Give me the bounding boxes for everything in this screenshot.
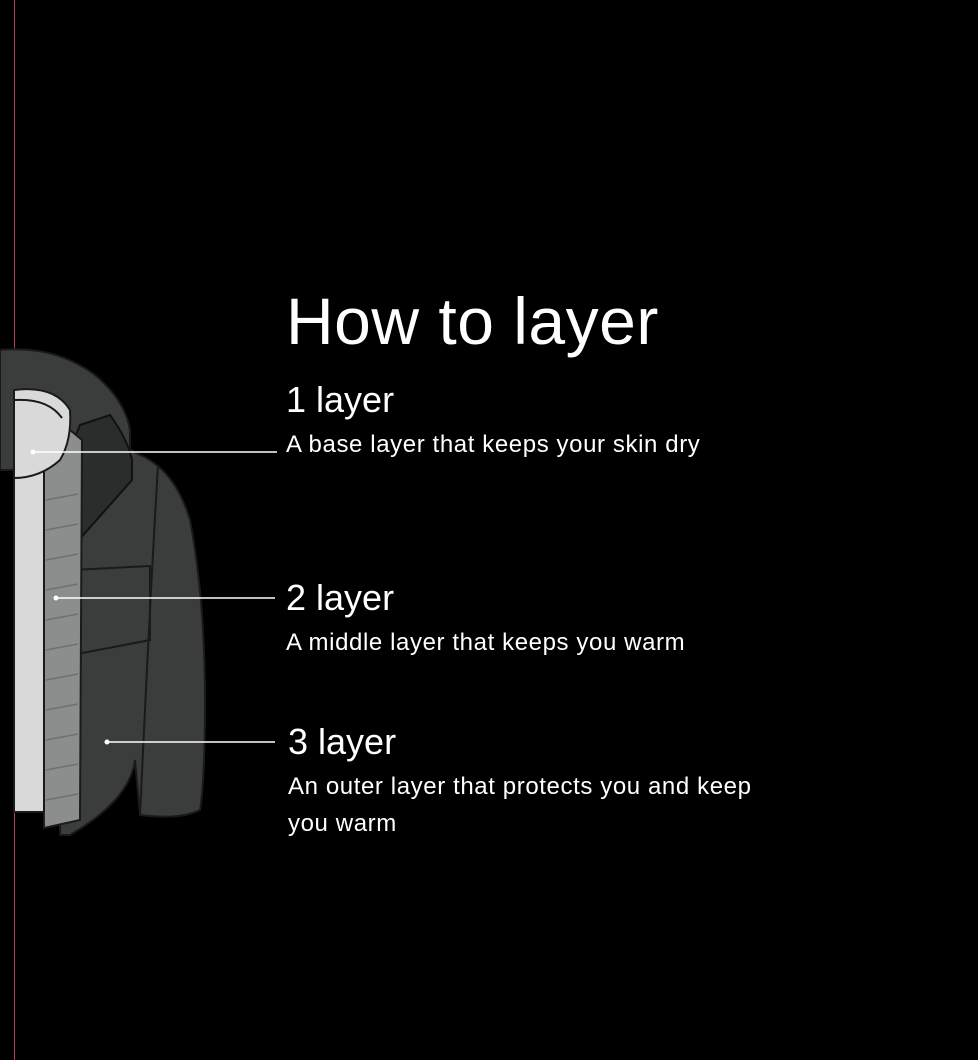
layer-1-description: A base layer that keeps your skin dry <box>286 431 701 458</box>
layer-2-description: A middle layer that keeps you warm <box>286 629 686 656</box>
page-title: How to layer <box>286 284 659 358</box>
layer-2-heading: 2 layer <box>286 577 395 618</box>
layer-3-heading: 3 layer <box>288 721 397 762</box>
layer-3-description: An outer layer that protects you and kee… <box>288 773 752 837</box>
layer-1-heading: 1 layer <box>286 379 395 420</box>
layered-jacket-illustration <box>0 348 207 836</box>
